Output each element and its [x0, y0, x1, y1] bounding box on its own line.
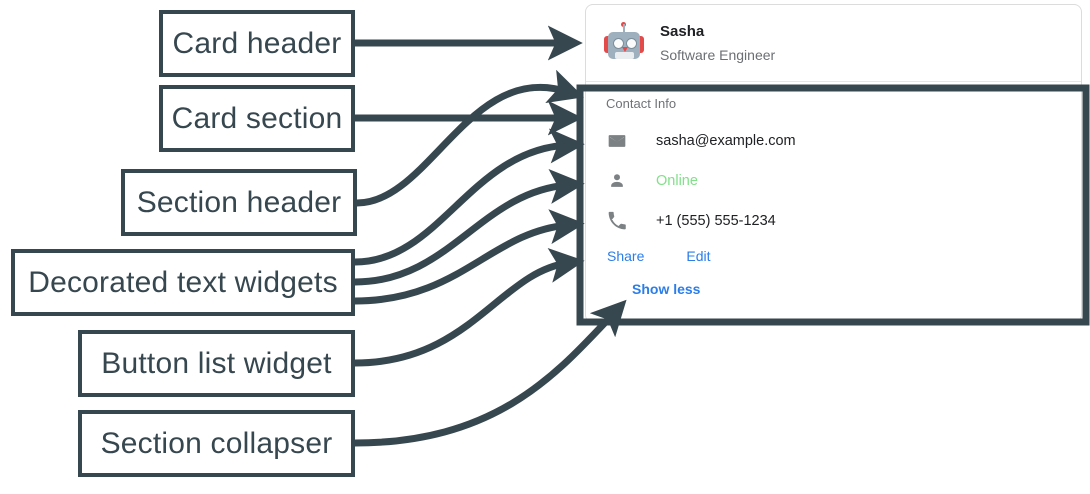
callout-section-header: Section header: [121, 169, 357, 236]
email-value: sasha@example.com: [656, 133, 796, 149]
card-header-title: Sasha: [660, 22, 705, 40]
email-icon: [606, 131, 628, 151]
arrow-decorated-text-2: [354, 169, 585, 286]
card-section: Contact Info sasha@example.com: [586, 82, 1081, 299]
callout-label: Decorated text widgets: [28, 265, 338, 299]
callout-card-section: Card section: [159, 85, 355, 152]
callout-label: Card section: [171, 101, 343, 135]
arrow-decorated-text-1: [354, 128, 585, 266]
section-collapser-button[interactable]: Show less: [632, 281, 701, 297]
person-icon: [606, 171, 628, 191]
decorated-text-widget-status: Online: [606, 166, 1081, 196]
status-value: Online: [656, 173, 698, 189]
decorated-text-widget-phone: +1 (555) 555-1234: [606, 206, 1081, 236]
profile-card: Sasha Software Engineer Contact Info sas…: [585, 4, 1082, 323]
arrow-button-list: [354, 248, 585, 367]
callout-label: Section collapser: [100, 426, 333, 460]
callout-card-header: Card header: [159, 10, 355, 77]
card-header-subtitle: Software Engineer: [660, 46, 776, 63]
section-header: Contact Info: [606, 96, 677, 111]
card-header: Sasha Software Engineer: [586, 5, 1081, 81]
share-button[interactable]: Share: [607, 248, 645, 264]
card-header-divider: [586, 81, 1081, 82]
callout-label: Section header: [136, 185, 342, 219]
phone-value: +1 (555) 555-1234: [656, 213, 776, 229]
callout-section-collapser: Section collapser: [78, 410, 355, 477]
robot-avatar-icon: [602, 21, 646, 65]
button-list-widget: Share Edit: [607, 246, 1081, 266]
callout-decorated-text-widgets: Decorated text widgets: [11, 249, 355, 316]
decorated-text-widget-email: sasha@example.com: [606, 126, 1081, 156]
callout-label: Button list widget: [101, 346, 332, 380]
arrow-decorated-text-3: [354, 209, 585, 305]
arrow-section-header: [356, 69, 584, 207]
edit-button[interactable]: Edit: [686, 248, 711, 264]
callout-label: Card header: [172, 26, 342, 60]
phone-icon: [606, 211, 628, 231]
arrow-section-collapser: [354, 299, 627, 447]
callout-button-list-widget: Button list widget: [78, 330, 355, 397]
